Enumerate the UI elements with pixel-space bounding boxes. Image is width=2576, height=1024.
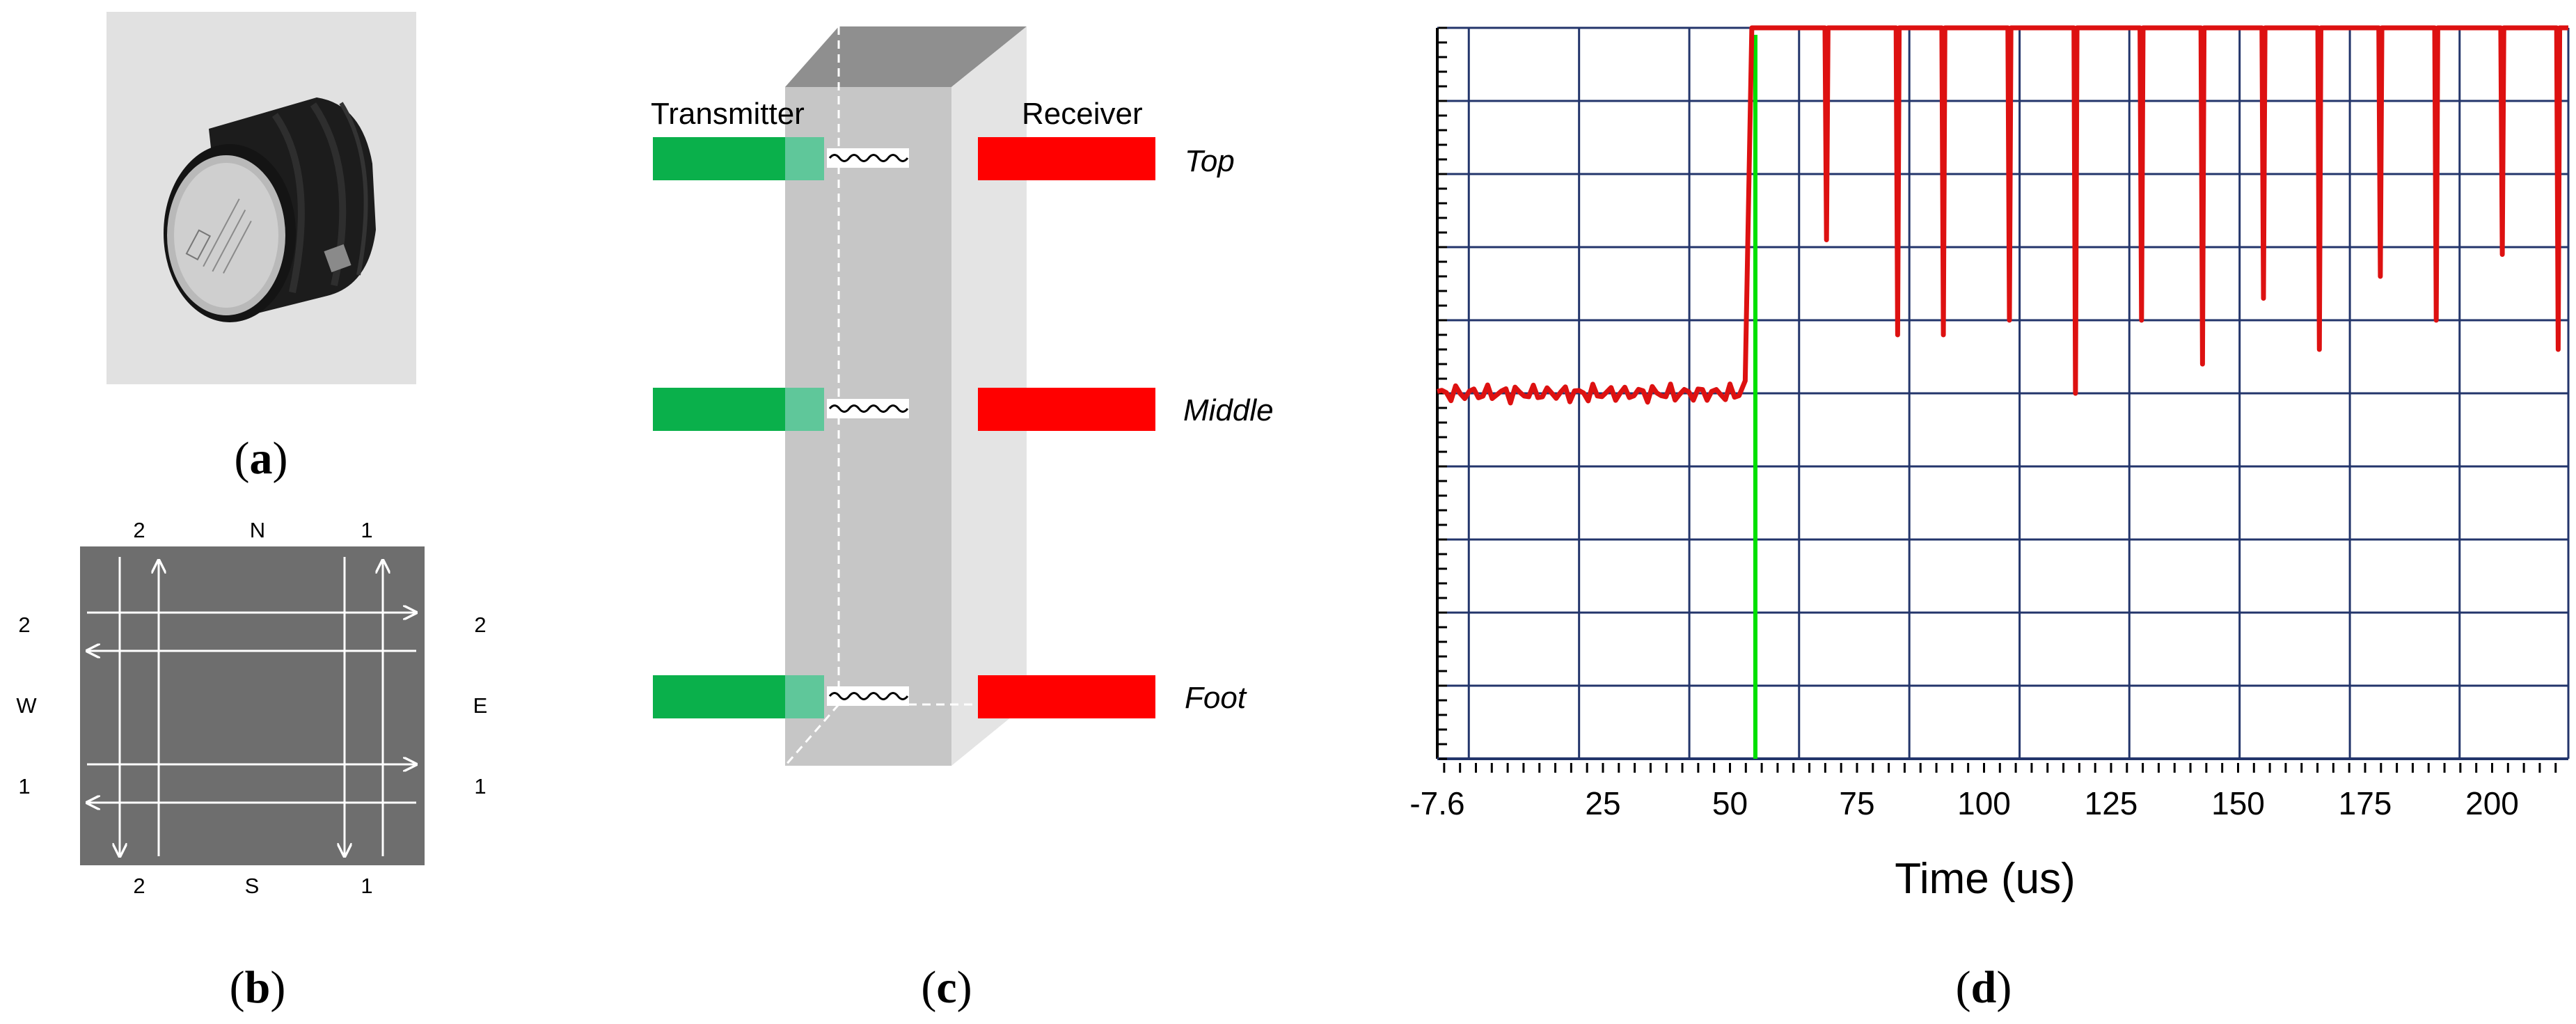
column-top-face bbox=[785, 26, 1027, 87]
caption-b: (b) bbox=[230, 962, 286, 1013]
caption-a: (a) bbox=[235, 433, 288, 484]
label-right-2: 2 bbox=[474, 613, 486, 637]
position-label-foot: Foot bbox=[1185, 681, 1247, 715]
x-tick-label: 175 bbox=[2339, 785, 2392, 821]
x-tick-label: 200 bbox=[2465, 785, 2519, 821]
position-label-top: Top bbox=[1185, 144, 1235, 178]
panel-d: -7.6 25 50 75 100 125 150 175 200 Time (us) (d) bbox=[1409, 25, 2570, 1013]
receiver-top bbox=[978, 137, 1155, 180]
chart-x-tick-labels: -7.6 25 50 75 100 125 150 175 200 bbox=[1409, 785, 2519, 821]
x-tick-label: 150 bbox=[2211, 785, 2265, 821]
chart-x-ticks bbox=[1443, 763, 2557, 773]
transmitter-middle bbox=[653, 388, 785, 431]
column-front-face bbox=[785, 87, 951, 766]
x-tick-label: -7.6 bbox=[1409, 785, 1464, 821]
x-tick-label: 100 bbox=[1957, 785, 2011, 821]
x-axis-label: Time (us) bbox=[1895, 855, 2075, 903]
caption-c: (c) bbox=[921, 962, 972, 1013]
signal-trace bbox=[1437, 25, 2568, 406]
position-label-middle: Middle bbox=[1183, 393, 1274, 427]
x-tick-label: 25 bbox=[1585, 785, 1620, 821]
label-bottom-1: 1 bbox=[361, 874, 372, 898]
x-tick-label: 125 bbox=[2085, 785, 2138, 821]
panel-c: Transmitter Receiver Top Middle Foot (c) bbox=[651, 26, 1274, 1013]
transmitter-contact-top bbox=[785, 137, 824, 180]
label-left-2: 2 bbox=[18, 613, 30, 637]
wave-foot bbox=[828, 692, 909, 700]
panel-a: (a) bbox=[106, 12, 416, 484]
transmitter-top bbox=[653, 137, 785, 180]
transducer-photo bbox=[164, 97, 376, 322]
label-north: N bbox=[250, 518, 265, 542]
transmitter-label: Transmitter bbox=[651, 97, 805, 131]
wave-middle bbox=[828, 404, 909, 413]
x-tick-label: 50 bbox=[1712, 785, 1748, 821]
label-east: E bbox=[473, 693, 488, 718]
label-top-1: 1 bbox=[361, 518, 372, 542]
label-west: W bbox=[16, 693, 37, 718]
transmitter-contact-foot bbox=[785, 675, 824, 718]
label-bottom-2: 2 bbox=[133, 874, 145, 898]
receiver-foot bbox=[978, 675, 1155, 718]
transmitter-foot bbox=[653, 675, 785, 718]
x-tick-label: 75 bbox=[1839, 785, 1874, 821]
transmitter-contact-middle bbox=[785, 388, 824, 431]
wave-top bbox=[828, 154, 909, 162]
receiver-middle bbox=[978, 388, 1155, 431]
label-left-1: 1 bbox=[18, 774, 30, 798]
caption-d: (d) bbox=[1956, 962, 2012, 1013]
panel-b: N S W E 2 1 2 1 2 1 2 1 (b) bbox=[16, 518, 487, 1013]
label-top-2: 2 bbox=[133, 518, 145, 542]
label-right-1: 1 bbox=[474, 774, 486, 798]
specimen-plan bbox=[80, 546, 425, 865]
receiver-label: Receiver bbox=[1022, 97, 1143, 131]
label-south: S bbox=[245, 874, 260, 898]
transducer-face-markings bbox=[185, 198, 252, 274]
